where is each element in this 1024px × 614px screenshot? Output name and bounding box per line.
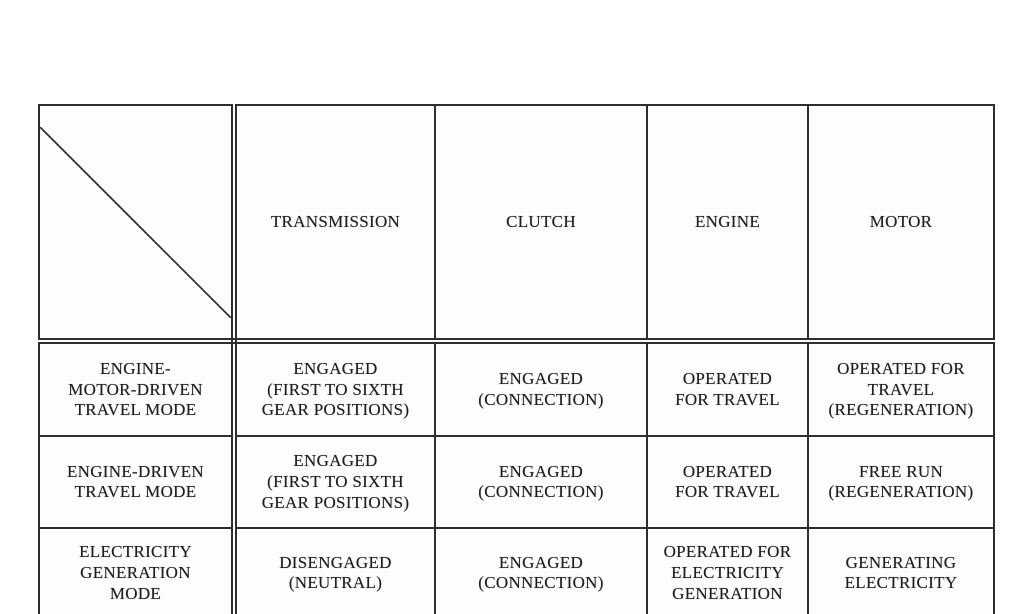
row-header-electricity-generation: ELECTRICITY GENERATION MODE [38,527,237,614]
cell-r1-engine: OPERATED FOR TRAVEL [646,340,809,438]
column-header-engine: ENGINE [646,103,809,345]
row-header-engine-driven: ENGINE-DRIVEN TRAVEL MODE [38,435,237,530]
header-row: TRANSMISSION CLUTCH ENGINE MOTOR [38,103,995,345]
cell-r1-transmission: ENGAGED (FIRST TO SIXTH GEAR POSITIONS) [233,340,436,438]
column-header-motor: MOTOR [807,103,995,345]
column-header-clutch: CLUTCH [434,103,648,345]
cell-r1-clutch: ENGAGED (CONNECTION) [434,340,648,438]
cell-r2-clutch: ENGAGED (CONNECTION) [434,435,648,530]
cell-r3-transmission: DISENGAGED (NEUTRAL) [233,527,436,614]
cell-r1-motor: OPERATED FOR TRAVEL (REGENERATION) [807,340,995,438]
diagonal-line-icon [40,127,231,318]
diagonal-corner-cell [38,103,237,345]
drive-mode-state-table: TRANSMISSION CLUTCH ENGINE MOTOR ENGINE-… [38,103,995,614]
cell-r2-engine: OPERATED FOR TRAVEL [646,435,809,530]
cell-r3-engine: OPERATED FOR ELECTRICITY GENERATION [646,527,809,614]
row-header-engine-motor-driven: ENGINE- MOTOR-DRIVEN TRAVEL MODE [38,340,237,438]
cell-r2-transmission: ENGAGED (FIRST TO SIXTH GEAR POSITIONS) [233,435,436,530]
table-container: TRANSMISSION CLUTCH ENGINE MOTOR ENGINE-… [38,103,995,614]
cell-r3-motor: GENERATING ELECTRICITY [807,527,995,614]
column-header-transmission: TRANSMISSION [233,103,436,345]
table-row-electricity-generation: ELECTRICITY GENERATION MODE DISENGAGED (… [38,527,995,614]
table-row-engine-motor-driven: ENGINE- MOTOR-DRIVEN TRAVEL MODE ENGAGED… [38,340,995,438]
table-row-engine-driven: ENGINE-DRIVEN TRAVEL MODE ENGAGED (FIRST… [38,435,995,530]
cell-r3-clutch: ENGAGED (CONNECTION) [434,527,648,614]
cell-r2-motor: FREE RUN (REGENERATION) [807,435,995,530]
